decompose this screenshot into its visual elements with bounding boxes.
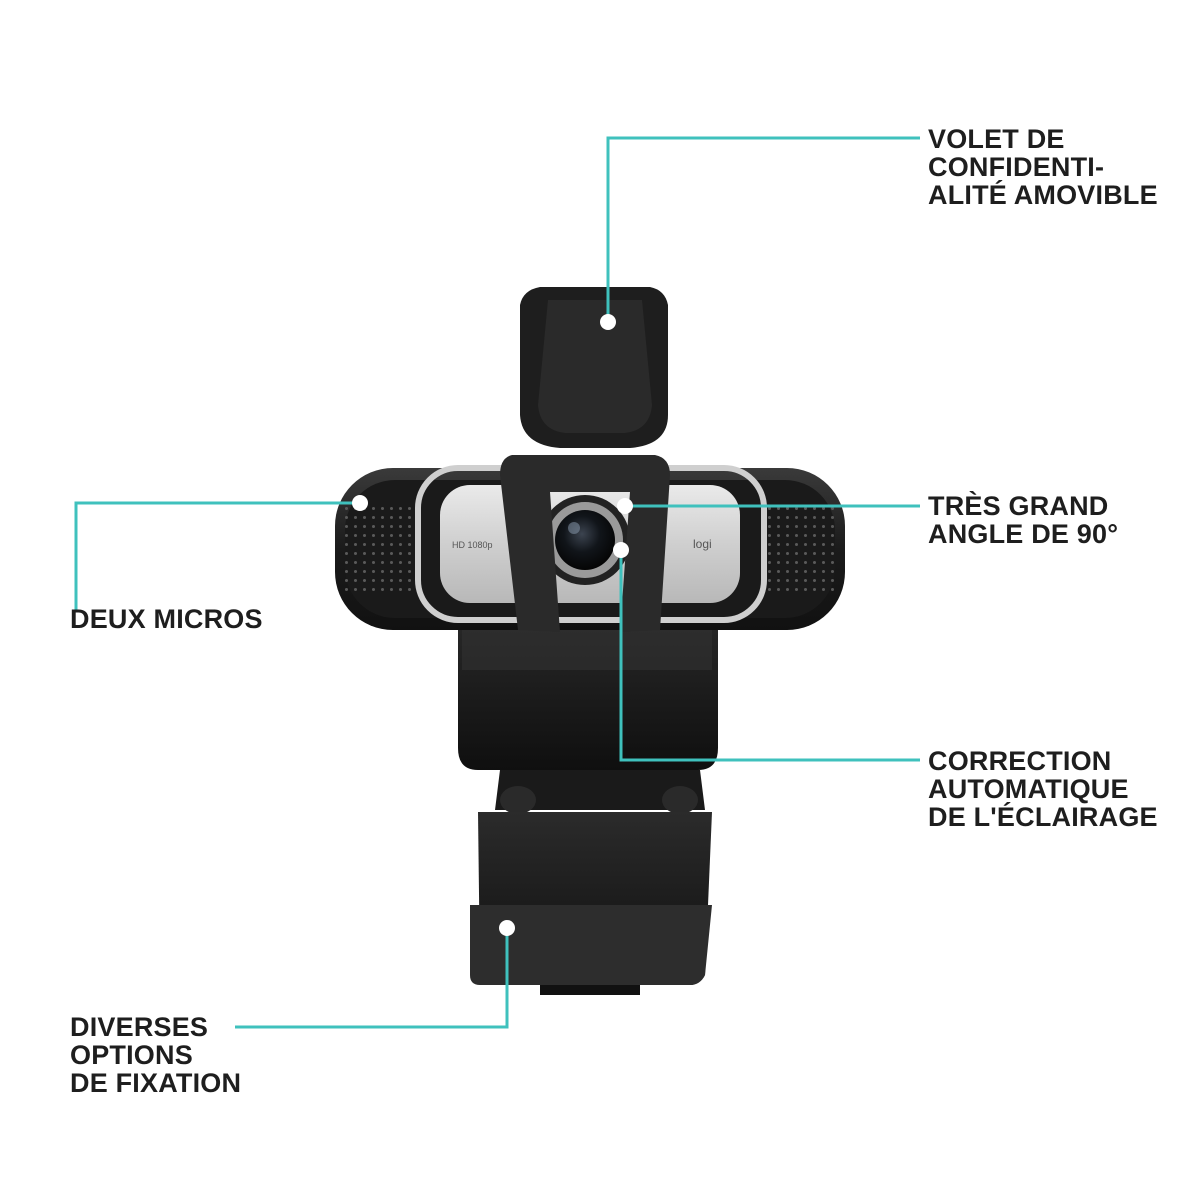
label-line: DIVERSES: [70, 1012, 209, 1042]
label-line: CORRECTION: [928, 746, 1112, 776]
callout-dot-shutter: [600, 314, 616, 330]
label-line: TRÈS GRAND: [928, 491, 1109, 521]
callout-dot-mics: [352, 495, 368, 511]
label-privacy-shutter: VOLET DE CONFIDENTI- ALITÉ AMOVIBLE: [928, 125, 1158, 209]
camera-body: HD 1080p logi: [335, 465, 845, 630]
label-line: DE FIXATION: [70, 1068, 242, 1098]
label-line: VOLET DE: [928, 124, 1065, 154]
label-line: ANGLE DE 90°: [928, 519, 1119, 549]
label-mount-options: DIVERSES OPTIONS DE FIXATION: [70, 1013, 241, 1097]
label-line: DE L'ÉCLAIRAGE: [928, 802, 1158, 832]
callout-dots: [352, 314, 633, 936]
callout-dot-mount: [499, 920, 515, 936]
privacy-shutter: [500, 287, 670, 632]
callout-dot-light: [613, 542, 629, 558]
label-line: OPTIONS: [70, 1040, 193, 1070]
label-wide-angle: TRÈS GRAND ANGLE DE 90°: [928, 492, 1118, 548]
label-line: DEUX MICROS: [70, 604, 263, 634]
label-auto-light: CORRECTION AUTOMATIQUE DE L'ÉCLAIRAGE: [928, 747, 1158, 831]
label-dual-mics: DEUX MICROS: [70, 605, 263, 633]
label-line: ALITÉ AMOVIBLE: [928, 180, 1158, 210]
callout-dot-wide-angle: [617, 498, 633, 514]
hd-badge: HD 1080p: [452, 540, 493, 550]
logi-badge: logi: [693, 537, 712, 551]
label-line: AUTOMATIQUE: [928, 774, 1129, 804]
label-line: CONFIDENTI-: [928, 152, 1105, 182]
callout-lines: [74, 136, 920, 1029]
mount-clip: [470, 770, 712, 995]
